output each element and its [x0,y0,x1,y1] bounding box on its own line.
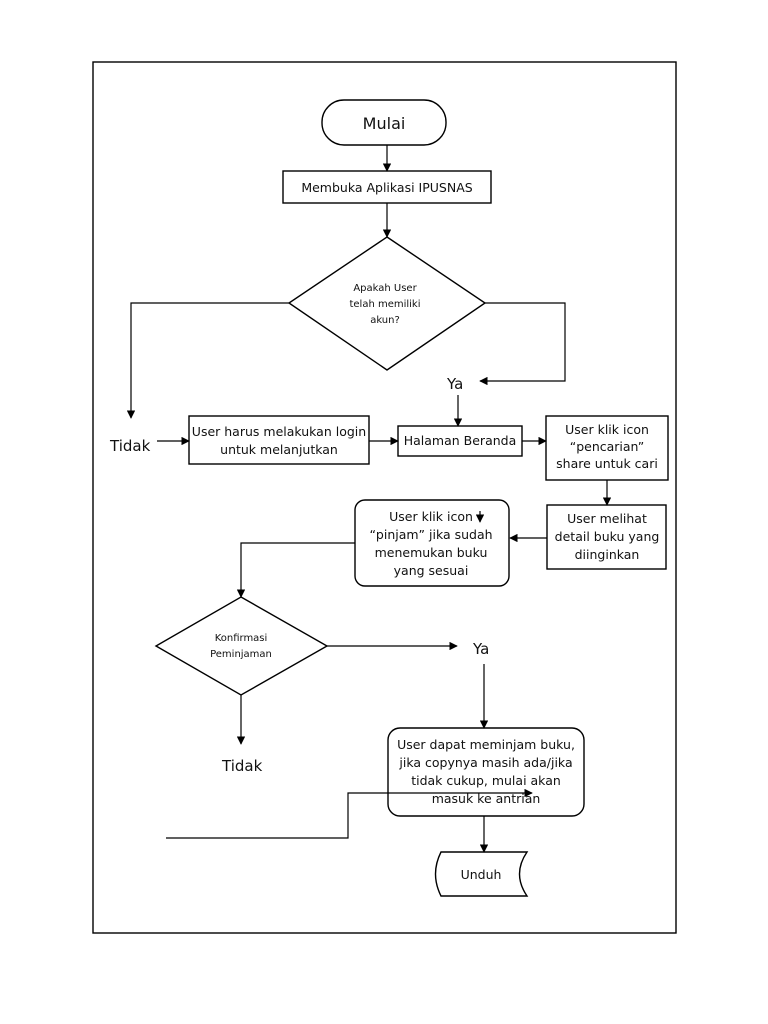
node-open-app-label: Membuka Aplikasi IPUSNAS [301,180,472,195]
node-borrow-icon-line-2: “pinjam” jika sudah [369,527,492,542]
node-search-icon: User klik icon “pencarian” share untuk c… [545,415,669,481]
label-yes-2: Ya [472,640,489,658]
node-can-borrow-line-1: User dapat meminjam buku, [397,737,575,752]
edge-loop-into-can-borrow [166,788,533,839]
node-view-detail-line-1: User melihat [567,511,647,526]
node-must-login-line-2: untuk melanjutkan [220,442,338,457]
node-start: Mulai [321,99,447,146]
node-can-borrow-line-3: tidak cukup, mulai akan [411,773,561,788]
node-has-account-line-2: telah memiliki [349,299,420,310]
node-view-detail-line-2: detail buku yang [555,529,660,544]
node-search-icon-line-3: share untuk cari [556,456,658,471]
node-home: Halaman Beranda [397,425,523,457]
node-can-borrow-line-4: masuk ke antrian [432,791,541,806]
edge-decision-to-no [126,302,289,419]
node-download-label: Unduh [461,867,502,882]
node-download: Unduh [434,851,529,897]
node-borrow-icon-line-4: yang sesuai [394,563,469,578]
node-must-login: User harus melakukan login untuk melanju… [188,415,370,465]
node-borrow-icon-line-3: menemukan buku [375,545,488,560]
node-has-account-line-1: Apakah User [353,283,417,294]
node-view-detail-line-3: diinginkan [575,547,640,562]
edge-borrow-to-confirm [236,542,355,598]
label-no-1: Tidak [109,437,151,455]
node-start-label: Mulai [363,114,406,133]
node-has-account-line-3: akun? [370,315,400,326]
label-no-2: Tidak [221,757,263,775]
node-can-borrow: User dapat meminjam buku, jika copynya m… [387,727,585,817]
node-borrow-icon-line-1: User klik icon [389,509,473,524]
edge-decision-to-yes [479,302,566,386]
node-search-icon-line-2: “pencarian” [570,439,645,454]
node-can-borrow-line-2: jika copynya masih ada/jika [398,755,572,770]
node-confirm-line-1: Konfirmasi [215,633,268,644]
node-view-detail: User melihat detail buku yang diinginkan [546,504,667,570]
node-home-label: Halaman Beranda [404,433,517,448]
node-open-app: Membuka Aplikasi IPUSNAS [282,170,492,204]
label-yes-1: Ya [446,375,463,393]
node-must-login-line-1: User harus melakukan login [192,424,366,439]
node-search-icon-line-1: User klik icon [565,422,649,437]
node-has-account: Apakah User telah memiliki akun? [287,236,487,371]
node-confirm-line-2: Peminjaman [210,649,272,660]
node-borrow-icon: User klik icon “pinjam” jika sudah menem… [354,499,510,587]
